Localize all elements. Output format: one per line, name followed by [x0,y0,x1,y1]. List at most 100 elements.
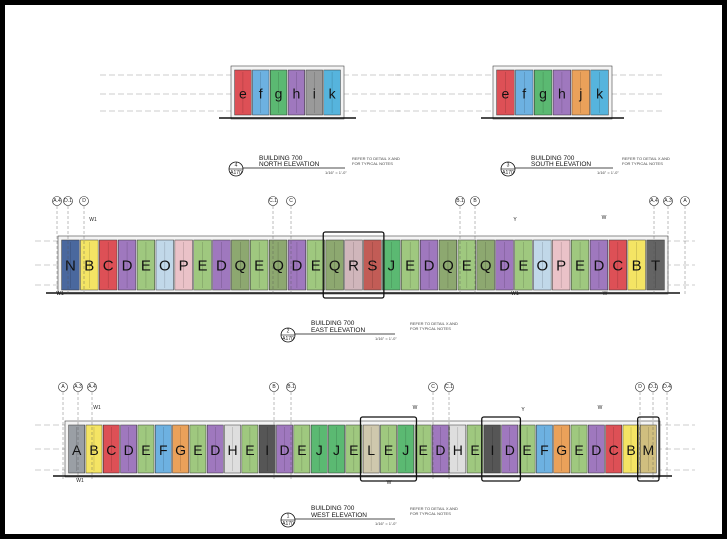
east-segment-label: D [216,258,227,275]
west-view-number: 1 [287,514,290,520]
east-segment [363,239,382,291]
north-segment [270,69,288,116]
east-segment-label: E [311,258,321,275]
grid-bubble [470,196,480,206]
west-note-2: FOR TYPICAL NOTES [410,511,451,516]
south-segment-label: h [558,86,566,102]
west-segment [414,424,432,474]
west-segment [484,424,501,474]
east-segment-label: R [348,258,359,275]
west-segment-label: L [367,442,375,458]
west-title-block: 1 A170 BUILDING 700 WEST ELEVATION REFER… [280,505,458,528]
east-segment-label: Q [234,258,246,275]
north-segment [305,69,323,116]
west-segment-label: D [505,442,515,458]
east-segment [533,239,552,291]
south-segment-label: g [539,86,547,102]
grid-label: B [473,198,477,204]
east-segment [306,239,325,291]
west-segment-label: I [490,442,494,458]
grid-label: D.1 [649,384,657,390]
west-segment [137,424,155,474]
grid-bubble [73,382,83,392]
east-sheet-number: A170 [282,336,294,342]
west-segment [466,424,484,474]
west-segment-label: D [591,442,601,458]
north-segment-label: g [275,86,283,102]
highlight-box [481,416,522,482]
east-segment-label: D [424,258,435,275]
west-segment-label: E [297,442,306,458]
north-segment [323,69,341,116]
west-segment [380,424,397,474]
north-segment-label: k [329,86,337,102]
east-segment [287,239,307,291]
north-segment [234,69,252,116]
west-segment-label: G [556,442,567,458]
east-segment-label: Q [480,258,492,275]
grid-label: D.1 [64,198,72,204]
west-segment-label: A [72,442,82,458]
west-segment [536,424,553,474]
east-segment [495,239,514,291]
east-segment-label: O [536,258,548,275]
west-segment [570,424,588,474]
grid-label: D.4 [663,384,671,390]
west-note-1: REFER TO DETAIL X AND [410,506,458,511]
south-segment [534,69,553,116]
west-segment [224,424,241,474]
grid-label: B.1 [287,384,295,390]
east-segment-label: B [632,258,642,275]
west-segment-label: H [228,442,238,458]
grid-bubble [286,382,296,392]
east-segment [401,239,420,291]
wall-type-label: W1 [89,217,97,223]
east-segment [80,239,99,291]
west-segment-label: F [540,442,549,458]
south-title-block: 3 A170 BUILDING 700 SOUTH ELEVATION REFE… [500,155,670,177]
east-segment [155,239,174,291]
west-segment [553,424,571,474]
highlight-box [322,231,385,299]
south-sheet-number: A170 [502,170,514,176]
south-segment-label: j [578,86,582,102]
east-segment [117,239,137,291]
north-view-number: 4 [235,163,238,169]
east-segment-label: D [594,258,605,275]
west-segment-label: J [316,442,323,458]
west-segment [622,424,640,474]
east-segment-label: B [84,258,94,275]
south-segment [552,69,571,116]
south-note-2: FOR TYPICAL NOTES [622,161,663,166]
east-segment [570,239,590,291]
grid-label: A.4 [650,198,658,204]
east-segment [231,239,250,291]
east-segment-label: O [159,258,171,275]
east-segment-label: J [388,258,396,275]
west-segment [588,424,605,474]
grid-bubble [428,382,438,392]
grid-label: A.3 [664,198,672,204]
west-segment [241,424,259,474]
south-segment [496,69,515,116]
grid-bubble [286,196,296,206]
east-segment [627,239,646,291]
highlight-box [637,416,660,482]
east-segment [99,239,118,291]
highlight-box [359,416,418,482]
north-note-2: FOR TYPICAL NOTES [352,161,393,166]
grid-bubble [680,196,690,206]
north-segment [287,69,305,116]
grid-label: B.1 [456,198,464,204]
west-segment [258,424,276,474]
east-segment-label: Q [329,258,341,275]
west-title: BUILDING 700 [311,505,355,512]
west-segment-label: D [124,442,134,458]
east-note-2: FOR TYPICAL NOTES [410,326,451,331]
wall-type-label: W1 [511,291,519,297]
south-segment [571,69,590,116]
east-segment-label: E [405,258,415,275]
